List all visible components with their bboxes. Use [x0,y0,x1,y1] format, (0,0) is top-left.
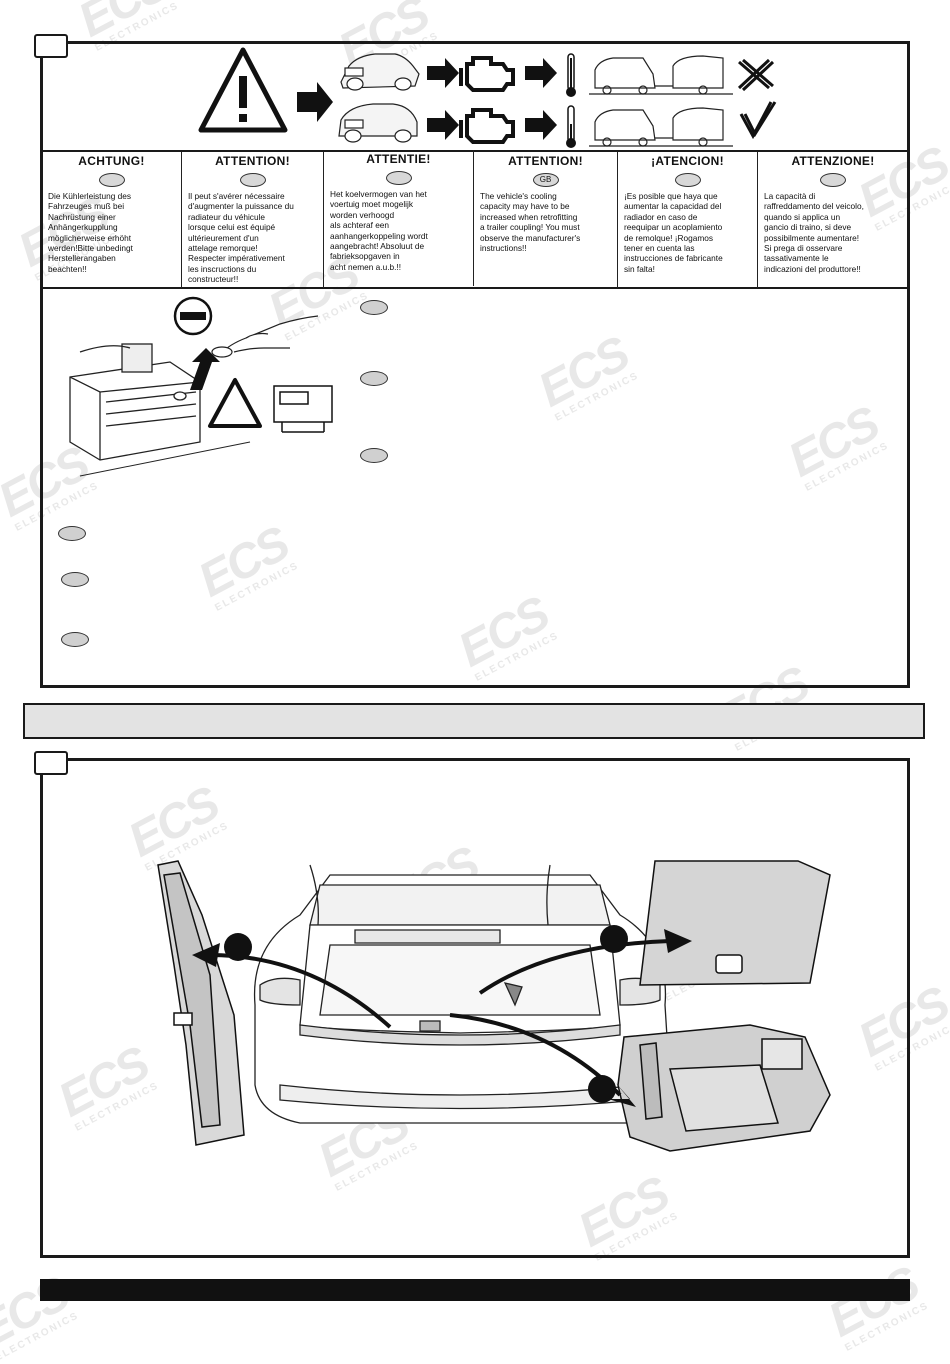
warning-table-top-rule [40,150,910,152]
arrowhead-icon [608,1081,636,1107]
engine-icon [459,108,515,144]
step-2-frame [40,758,910,1258]
warning-column-it: ATTENZIONE! La capacità di raffreddament… [758,152,908,288]
radio-unit-icon [273,385,333,433]
warning-text: The vehicle's cooling capacity may have … [480,191,581,254]
step-marker-dot [600,925,628,953]
language-oval [360,300,388,315]
language-flag-oval [820,173,846,187]
engine-icon [459,56,515,92]
warning-triangle-icon [198,47,288,133]
warning-table-bottom-rule [40,287,910,289]
step-2-number-box [34,751,68,775]
warning-column-gb: ATTENTION! GB The vehicle's cooling capa… [474,152,618,288]
cross-mark-icon [737,58,775,92]
trunk-storage-tray [617,1024,831,1152]
language-flag-oval [98,173,125,187]
warning-column-nl: ATTENTIE! Het koelvermogen van het voert… [324,150,474,286]
step-marker-dot [588,1075,616,1103]
car-icon [340,53,420,91]
warning-title: ACHTUNG! [78,154,145,168]
arrow-right-icon [427,58,459,88]
language-flag-oval [674,173,701,187]
warning-triangle-icon [208,378,262,428]
warning-text: La capacità di raffreddamento del veicol… [764,191,864,274]
warning-title: ATTENTION! [215,154,290,168]
footer-bar [40,1279,910,1301]
car-icon [338,103,418,143]
hand-with-wrench-icon [211,315,319,358]
warning-title: ATTENZIONE! [791,154,875,168]
warning-text: Het koelvermogen van het voertuig moet m… [330,189,428,272]
thermometer-icon [566,53,576,97]
step-1-number-box [34,34,68,58]
arrowhead-icon [192,943,220,967]
arrowhead-icon [664,929,692,953]
warning-text: Il peut s'avérer nécessaire d'augmenter … [188,191,294,285]
language-oval [61,572,89,587]
language-flag-oval [239,173,266,187]
arrow-right-icon [427,110,459,140]
arrow-right-icon [525,110,557,140]
arrow-up-icon [190,348,220,390]
language-oval [58,526,86,541]
cooling-warning-illustration [198,47,777,148]
thermometer-icon [566,105,576,148]
language-oval [360,371,388,386]
warning-column-es: ¡ATENCION! ¡Es posible que haya que aume… [618,152,758,288]
warning-title: ATTENTION! [508,154,583,168]
trunk-sill-trim-panel [157,860,245,1146]
open-trunk-illustration [157,860,831,1152]
car-battery-icon [69,343,201,461]
warning-text: Die Kühlerleistung des Fahrzeuges muß be… [48,191,133,274]
car-rear-view [253,864,671,1124]
vehicle-with-caravan-icon [589,55,733,95]
step-1-frame [40,41,910,688]
trunk-floor-mat [639,860,831,986]
vehicle-with-caravan-icon [589,107,733,147]
language-flag-oval [385,171,412,185]
warning-column-de: ACHTUNG! Die Kühlerleistung des Fahrzeug… [42,152,182,288]
warning-title: ¡ATENCION! [651,154,724,168]
step-marker-dot [224,933,252,961]
minus-terminal-icon [173,296,213,336]
language-flag-oval: GB [532,173,559,187]
battery-disconnect-illustration [69,296,333,477]
arrow-right-icon [297,82,333,122]
removal-arrow-right-upper [478,939,671,995]
language-oval [360,448,388,463]
arrow-right-icon [525,58,557,88]
section-header-band [23,703,925,739]
warning-title: ATTENTIE! [366,152,431,166]
language-oval [61,632,89,647]
warning-column-fr: ATTENTION! Il peut s'avérer nécessaire d… [182,152,324,288]
warning-text: ¡Es posible que haya que aumentar la cap… [624,191,723,274]
check-mark-icon [739,101,777,140]
